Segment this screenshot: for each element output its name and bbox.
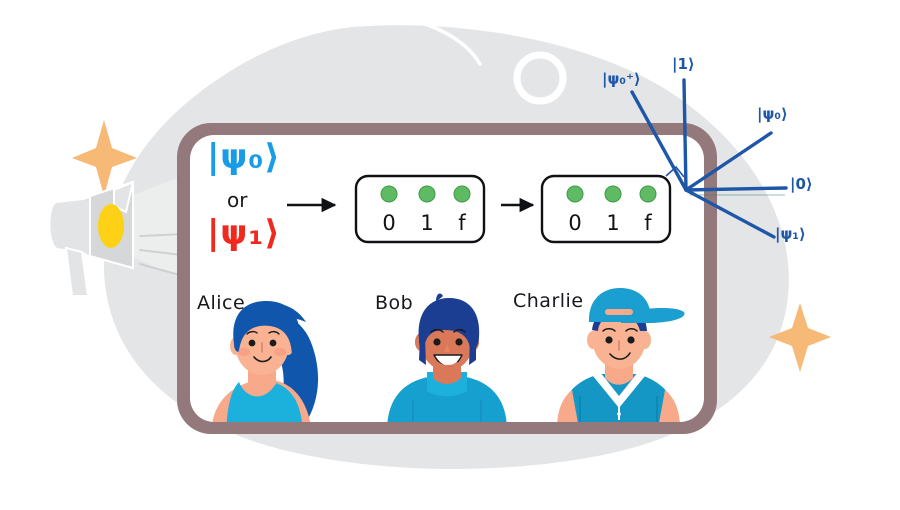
device-1-label-0: 0 (382, 211, 396, 235)
arc-stroke (165, 11, 482, 87)
device-1-label-f: f (458, 211, 466, 235)
projector-stand (64, 246, 90, 297)
annotation-line-one (682, 78, 688, 192)
bob-brow-right (453, 329, 466, 333)
annotation-label-zero: |0⟩ (790, 175, 813, 193)
projector-lamp (98, 204, 124, 248)
annotation-label-psi1: |ψ₁⟩ (775, 225, 806, 243)
charlie-eye-right (627, 336, 635, 344)
charlie-brow-left (602, 328, 616, 332)
charlie-sleeve-lines (579, 396, 658, 422)
character-charlie (556, 288, 685, 422)
annotation-label-psi0plus: |ψ₀⁺⟩ (602, 70, 641, 88)
alice-hair-front (233, 300, 301, 358)
device-2-label-1: 1 (606, 211, 620, 235)
bob-hair (418, 298, 480, 351)
charlie-ear-left (587, 331, 599, 349)
bob-hair-tuft-left (419, 338, 426, 365)
character-label-bob: Bob (375, 292, 414, 314)
led-1-a (380, 185, 398, 203)
alice-cheek-right (274, 348, 286, 356)
right-angle-marker (665, 165, 685, 178)
bob-eye-left (433, 338, 441, 346)
charlie-brow-right (625, 328, 638, 332)
device-2-label-0: 0 (568, 211, 582, 235)
bob-eye-right (455, 338, 463, 346)
annotation-label-one: |1⟩ (672, 55, 695, 73)
charlie-arm-left (556, 390, 580, 422)
annotation-line-psi0 (684, 131, 773, 192)
charlie-smile (609, 352, 631, 360)
charlie-button (617, 412, 621, 416)
ring-shape (513, 51, 567, 105)
charlie-collar (593, 372, 645, 408)
device-2-label-f: f (644, 211, 652, 235)
alice-eye-left (248, 339, 256, 347)
input-connector-or: or (227, 188, 248, 212)
charlie-eye-left (605, 336, 613, 344)
sparkle-icon-right (769, 303, 831, 372)
charlie-cap-brim (621, 307, 685, 323)
bob-brow-left (430, 329, 444, 333)
bob-hair-tuft-right (469, 338, 476, 365)
annotation-label-psi0: |ψ₀⟩ (757, 105, 788, 123)
annotation-line-psi1 (684, 188, 776, 239)
alice-brow-right (268, 330, 280, 335)
input-state-psi1: |ψ₁⟩ (207, 213, 281, 253)
led-1-c (453, 185, 471, 203)
character-bob (386, 293, 508, 422)
character-label-alice: Alice (197, 292, 246, 314)
bob-body (386, 377, 508, 422)
character-alice (211, 300, 319, 422)
sparkle-icon-left (72, 120, 137, 196)
charlie-cap-stripe (605, 309, 633, 315)
alice-smile (253, 356, 272, 363)
led-2-a (566, 185, 584, 203)
alice-cheek-left (238, 348, 250, 356)
led-2-b (604, 185, 622, 203)
character-label-charlie: Charlie (513, 290, 584, 312)
alice-brow-left (246, 330, 258, 335)
annotation-line-zero (684, 186, 788, 192)
input-state-psi0: |ψ₀⟩ (207, 137, 281, 177)
led-2-c (639, 185, 657, 203)
bob-cowlick (436, 293, 443, 301)
alice-eye-right (269, 339, 277, 347)
led-1-b (418, 185, 436, 203)
annotation-line-psi0plus (630, 90, 688, 192)
device-1-label-1: 1 (420, 211, 434, 235)
bob-sweater-creases (412, 400, 482, 422)
bob-lip (437, 362, 458, 367)
projector-top-fin (113, 180, 135, 214)
charlie-arm-right (657, 390, 681, 422)
bob-nose (444, 344, 450, 352)
charlie-ear-right (639, 331, 651, 349)
alice-top (226, 382, 303, 422)
